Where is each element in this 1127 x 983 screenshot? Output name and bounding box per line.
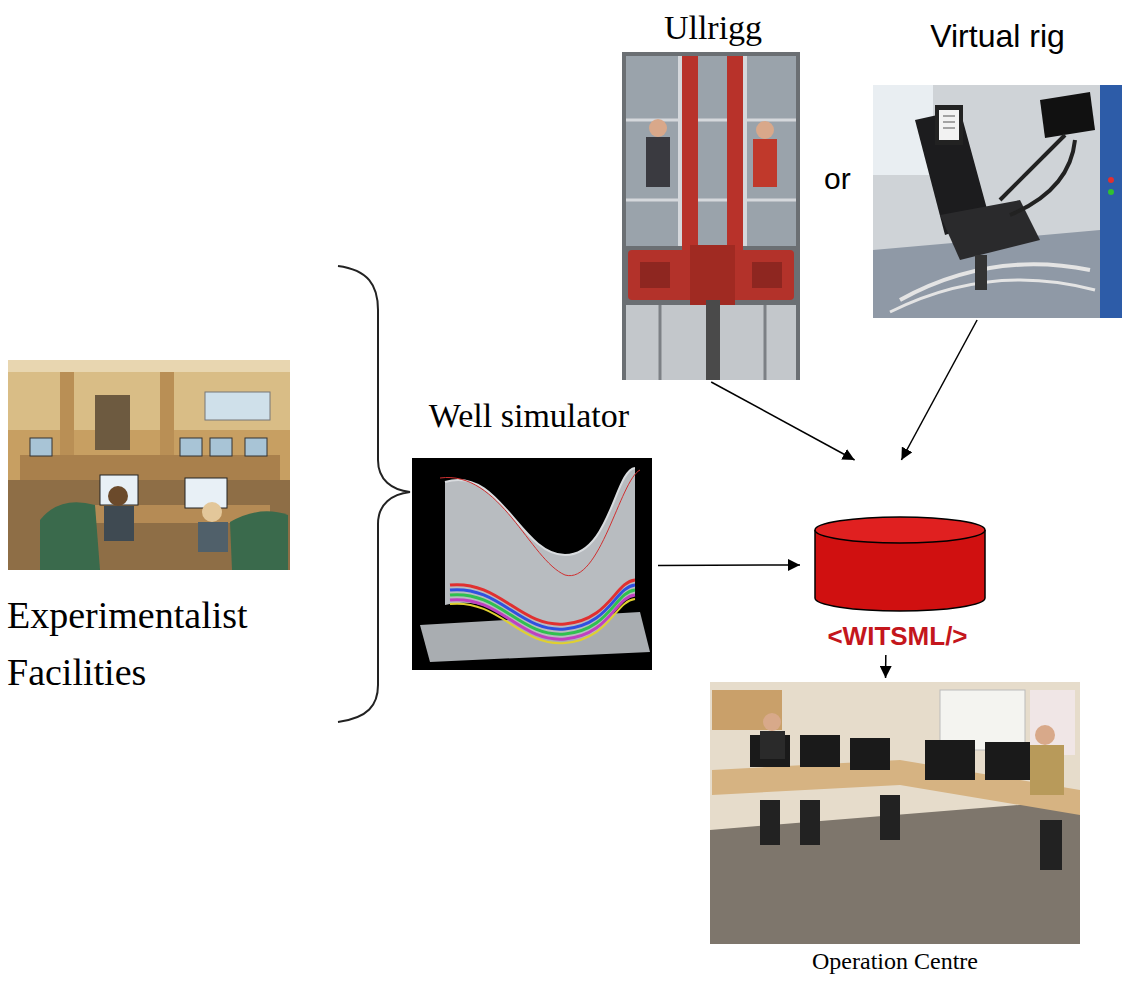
operation-centre-photo [850, 738, 890, 770]
operation-centre-photo [800, 800, 820, 845]
virtual-rig-photo [1108, 189, 1114, 195]
control-room-photo [198, 522, 228, 552]
virtual-rig-photo [1040, 92, 1095, 138]
virtual-rig-photo [943, 128, 955, 129]
virtual-rig-photo [873, 85, 1122, 318]
control-room-photo [104, 506, 134, 541]
virtual-rig-photo [890, 280, 1095, 312]
ullrigg-photo [682, 56, 698, 250]
flow-arrow [711, 382, 854, 460]
control-room-photo [185, 478, 227, 508]
ullrigg-photo [756, 121, 774, 139]
node-caption: <WITSML/> [827, 622, 967, 652]
virtual-rig-photo [975, 255, 987, 290]
ullrigg-photo [626, 119, 796, 122]
control-room-photo [245, 438, 267, 456]
control-room-photo [8, 360, 290, 372]
ullrigg-photo [659, 305, 662, 380]
virtual-rig-photo [943, 116, 955, 117]
facility-photo-node: Experimentalist Facilities [5, 358, 299, 703]
virtual-rig-photo [943, 122, 955, 123]
ullrigg-photo [646, 137, 670, 187]
control-room-photo [30, 438, 52, 456]
virtual-rig-photo [939, 110, 959, 140]
ullrigg-photo [690, 245, 735, 305]
operation-centre-photo [760, 731, 785, 759]
well-simulator-render [450, 595, 635, 639]
ullrigg-photo [678, 56, 682, 246]
control-room-photo [100, 475, 138, 505]
flow-arrow [901, 320, 977, 460]
flow-arrow [885, 655, 887, 678]
control-room-photo [40, 502, 100, 570]
control-room-photo [8, 480, 290, 570]
control-room-photo [230, 511, 288, 570]
operation-centre-photo [1040, 820, 1062, 870]
control-room-photo [8, 360, 290, 430]
brace [338, 266, 410, 722]
ullrigg-photo [727, 56, 743, 250]
well-simulator-render [450, 599, 635, 643]
ullrigg-photo [752, 262, 782, 288]
operation-centre-photo [763, 713, 781, 731]
node-caption: Ullrigg [664, 8, 762, 47]
operation-centre-photo [710, 682, 1080, 944]
virtual-rig-photo [1100, 85, 1122, 318]
node-caption: Virtual rig [930, 18, 1065, 55]
database-node: <WITSML/> [800, 460, 995, 655]
rig-photo-node: Virtual rig [870, 10, 1125, 320]
operation-centre-node: Operation Centre [706, 678, 1084, 980]
virtual-rig-photo [1108, 177, 1114, 183]
operation-centre-photo [985, 742, 1030, 780]
operation-centre-photo [1035, 725, 1055, 745]
operation-centre-photo [880, 795, 900, 840]
ullrigg-photo [640, 262, 670, 288]
virtual-rig-photo [1010, 140, 1075, 215]
ullrigg-photo [626, 199, 796, 202]
database-cylinder [815, 517, 985, 543]
virtual-rig-photo [935, 105, 963, 145]
node-caption: Well simulator [429, 396, 629, 435]
well-simulator-render [412, 458, 652, 670]
ullrigg-photo [764, 305, 767, 380]
control-room-photo [210, 438, 232, 456]
control-room-photo [8, 360, 290, 570]
node-caption: Experimentalist Facilities [7, 587, 297, 701]
well-simulator-render [412, 458, 652, 670]
ullrigg-photo [626, 56, 796, 246]
well-simulator-render [440, 470, 640, 576]
flow-arrow [658, 564, 800, 566]
control-room-photo [20, 455, 280, 480]
well-simulator-render [450, 590, 635, 634]
operation-centre-photo [925, 740, 975, 780]
node-caption: Operation Centre [812, 948, 978, 976]
ullrigg-photo [753, 139, 777, 187]
ullrigg-photo [622, 52, 800, 380]
well-simulator-render [445, 468, 635, 555]
control-room-photo [108, 486, 128, 506]
control-room-photo [180, 438, 202, 456]
control-room-photo [8, 360, 290, 570]
virtual-rig-photo [1000, 135, 1065, 200]
ullrigg-photo [743, 56, 747, 246]
database-cylinder [815, 517, 985, 611]
rig-photo-node: Ullrigg [622, 0, 804, 382]
simulator-node: Well simulator [400, 392, 658, 674]
control-room-photo [205, 392, 270, 420]
control-room-photo [95, 395, 130, 450]
ullrigg-photo [649, 119, 667, 137]
operation-centre-photo [800, 735, 840, 767]
control-room-photo [202, 502, 222, 522]
operation-centre-photo [710, 682, 1080, 944]
virtual-rig-photo [873, 85, 1122, 318]
connector-word: or [824, 162, 851, 196]
operation-centre-photo [712, 690, 782, 730]
ullrigg-photo [622, 52, 800, 380]
operation-centre-photo [1030, 745, 1064, 795]
ullrigg-photo [706, 300, 720, 380]
operation-centre-photo [760, 800, 780, 845]
